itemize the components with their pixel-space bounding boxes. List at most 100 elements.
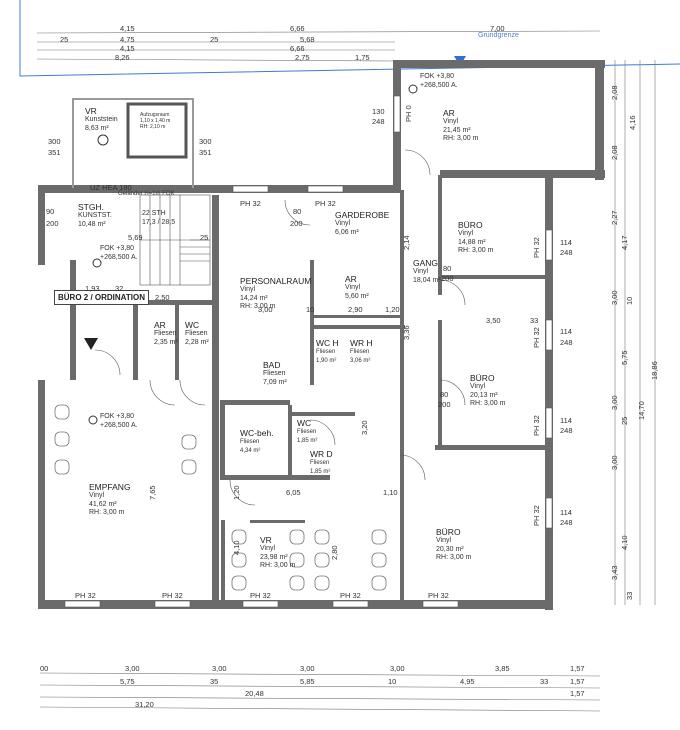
window-label: PH 32 <box>340 591 361 600</box>
window-height: 248 <box>560 338 573 347</box>
walls <box>38 60 605 610</box>
level-empfang: FOK +3,80+268,500 A. <box>100 413 138 429</box>
window-label: PH 32 <box>532 505 541 526</box>
window-label: PH 32 <box>75 591 96 600</box>
window-height: 248 <box>372 117 385 126</box>
dimension-label: 1,20 <box>232 485 241 500</box>
dimension-label: 3,50 <box>486 316 501 325</box>
dimension-label: 4,15 <box>120 24 135 33</box>
dimension-label: 2,14 <box>402 235 411 250</box>
window-height: 248 <box>560 248 573 257</box>
dimension-label: 10 <box>388 677 397 686</box>
door-width: 80 <box>443 264 452 273</box>
windows <box>64 95 553 608</box>
dimension-label: 2,08 <box>610 145 619 160</box>
door-width: 80 <box>440 390 449 399</box>
dimension-label: 3,00 <box>390 664 405 673</box>
dimension-label: 2,75 <box>295 53 310 62</box>
window-label: PH 32 <box>162 591 183 600</box>
dimension-label: 3,00 <box>258 305 273 314</box>
door-swings <box>94 149 466 506</box>
dimension-label: 2,80 <box>330 545 339 560</box>
level-marker-icon <box>408 84 418 94</box>
dimension-label: 10 <box>306 305 315 314</box>
dimension-label: 20,48 <box>245 689 264 698</box>
level-ar-top: FOK +3,80+268,500 A. <box>420 73 458 89</box>
level-marker-icon <box>88 415 98 425</box>
level-marker-icon <box>92 258 102 268</box>
level-stair: FOK +3,80+268,500 A. <box>100 245 138 261</box>
dimension-label: 31,20 <box>135 700 154 709</box>
window-label: PH 32 <box>532 327 541 348</box>
dimension-label: 14,70 <box>637 401 646 420</box>
dimension-label: 4,15 <box>120 44 135 53</box>
window-label: PH 32 <box>315 199 336 208</box>
dimension-label: 25 <box>620 416 629 425</box>
dimension-label: 2,90 <box>348 305 363 314</box>
chairs <box>54 404 387 591</box>
dimension-label: 1,93 <box>85 284 100 293</box>
unit-label: BÜRO 2 / ORDINATION <box>54 290 149 305</box>
window-height: 351 <box>48 148 61 157</box>
room-stgh: STGH.KUNSTST.10,48 m² <box>78 202 112 228</box>
dimension-label: 3,43 <box>610 565 619 580</box>
dimension-label: 18,86 <box>650 361 659 380</box>
dimension-label: 4,95 <box>460 677 475 686</box>
window-width: 114 <box>560 508 572 517</box>
dimension-label: 7,65 <box>148 485 157 500</box>
dimension-label: 2,08 <box>610 85 619 100</box>
window-label: PH 32 <box>250 591 271 600</box>
dimension-label: 3,20 <box>360 420 369 435</box>
door-height: 200 <box>46 219 59 228</box>
wheelchair-icon <box>97 134 109 146</box>
door-height: 200 <box>290 219 303 228</box>
dimension-label: 6,66 <box>290 44 305 53</box>
dimension-label: 1,10 <box>383 488 398 497</box>
door-height: 200 <box>441 274 454 283</box>
dimension-label: 5,75 <box>620 350 629 365</box>
dimension-label: 3,36 <box>402 325 411 340</box>
window-width: 300 <box>48 137 61 146</box>
dimension-label: 25 <box>60 35 69 44</box>
dimension-label: 5,75 <box>120 677 135 686</box>
window-label: PH 32 <box>532 415 541 436</box>
dimension-label: 3,00 <box>610 455 619 470</box>
dimension-label: 2,27 <box>610 210 619 225</box>
railing-note: Geländer H=1m FOK <box>118 191 175 197</box>
window-width: 130 <box>372 107 385 116</box>
dimension-label: 3,00 <box>610 395 619 410</box>
beam-note: UZ HEA 180 <box>90 183 132 192</box>
dimension-lines <box>36 30 656 712</box>
dimension-label: 33 <box>540 677 549 686</box>
dimension-label: 4,10 <box>620 535 629 550</box>
dimension-label: 3,00 <box>212 664 227 673</box>
lift-shaft <box>126 102 188 159</box>
dimension-label: 6,66 <box>290 24 305 33</box>
dimension-label: 25 <box>200 233 209 242</box>
dimension-label: 5,85 <box>300 677 315 686</box>
dimension-label: 1,57 <box>570 664 585 673</box>
window-width: 300 <box>199 137 212 146</box>
dimension-label: 3,00 <box>300 664 315 673</box>
dimension-label: 2,50 <box>155 293 170 302</box>
dimension-label: 4,16 <box>628 115 637 130</box>
dimension-label: 4,17 <box>620 235 629 250</box>
dimension-label: 3,00 <box>125 664 140 673</box>
window-label: PH 32 <box>240 199 261 208</box>
